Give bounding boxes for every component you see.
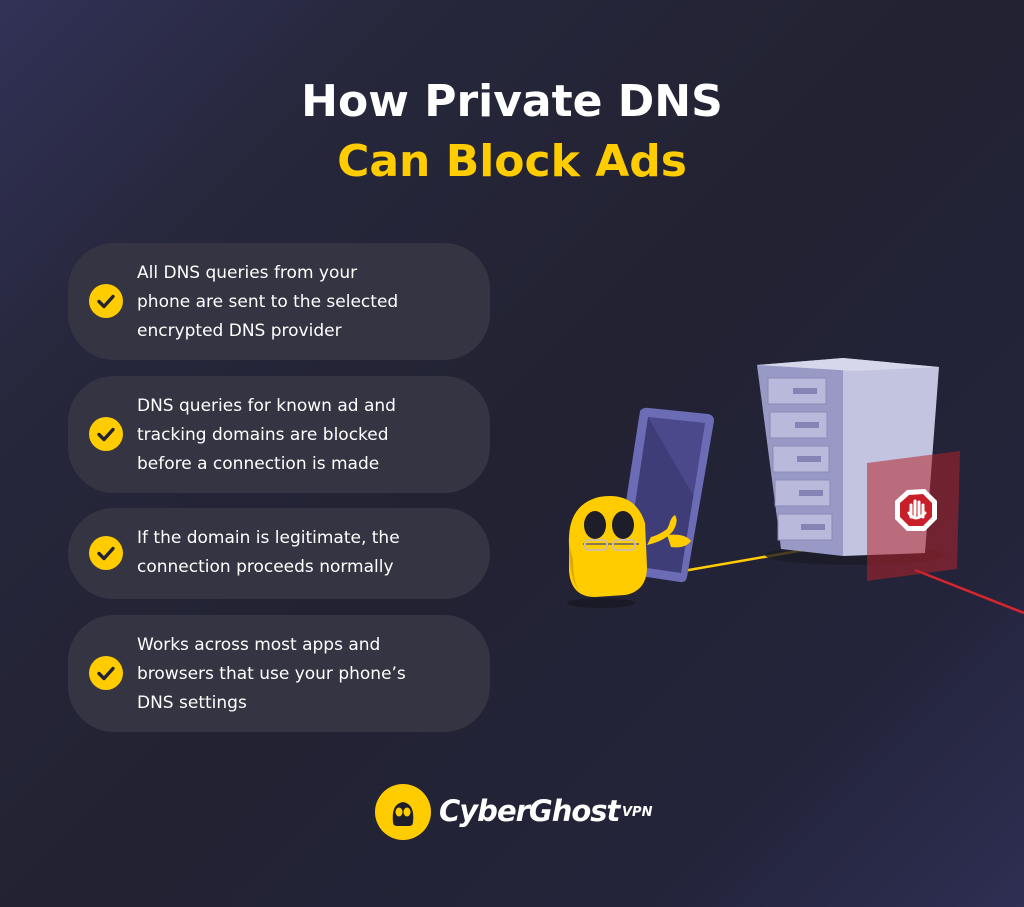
ghost-icon xyxy=(568,496,691,597)
title-line-1: How Private DNS xyxy=(301,76,723,127)
feature-text: If the domain is legitimate, the connect… xyxy=(137,528,400,577)
feature-text: DNS queries for known ad and tracking do… xyxy=(137,396,396,474)
check-icon xyxy=(89,656,123,690)
feature-card-legitimate-domain: If the domain is legitimate, the connect… xyxy=(68,508,490,599)
check-icon xyxy=(89,284,123,318)
feature-text: Works across most apps and browsers that… xyxy=(137,635,406,713)
feature-card-ad-blocking: DNS queries for known ad and tracking do… xyxy=(68,376,490,493)
feature-card-works-across-apps: Works across most apps and browsers that… xyxy=(68,615,490,732)
blocked-line-icon xyxy=(914,568,1024,615)
ad-block-shield-icon xyxy=(867,451,960,581)
check-icon xyxy=(89,417,123,451)
ghost-icon xyxy=(375,784,431,840)
brand-suffix: VPN xyxy=(622,805,653,820)
feature-card-dns-queries: All DNS queries from your phone are sent… xyxy=(68,243,490,360)
dns-illustration xyxy=(567,358,1024,615)
brand-name: CyberGhost xyxy=(439,794,620,828)
feature-text: All DNS queries from your phone are sent… xyxy=(137,263,399,341)
title-line-2: Can Block Ads xyxy=(337,136,687,187)
check-icon xyxy=(89,536,123,570)
